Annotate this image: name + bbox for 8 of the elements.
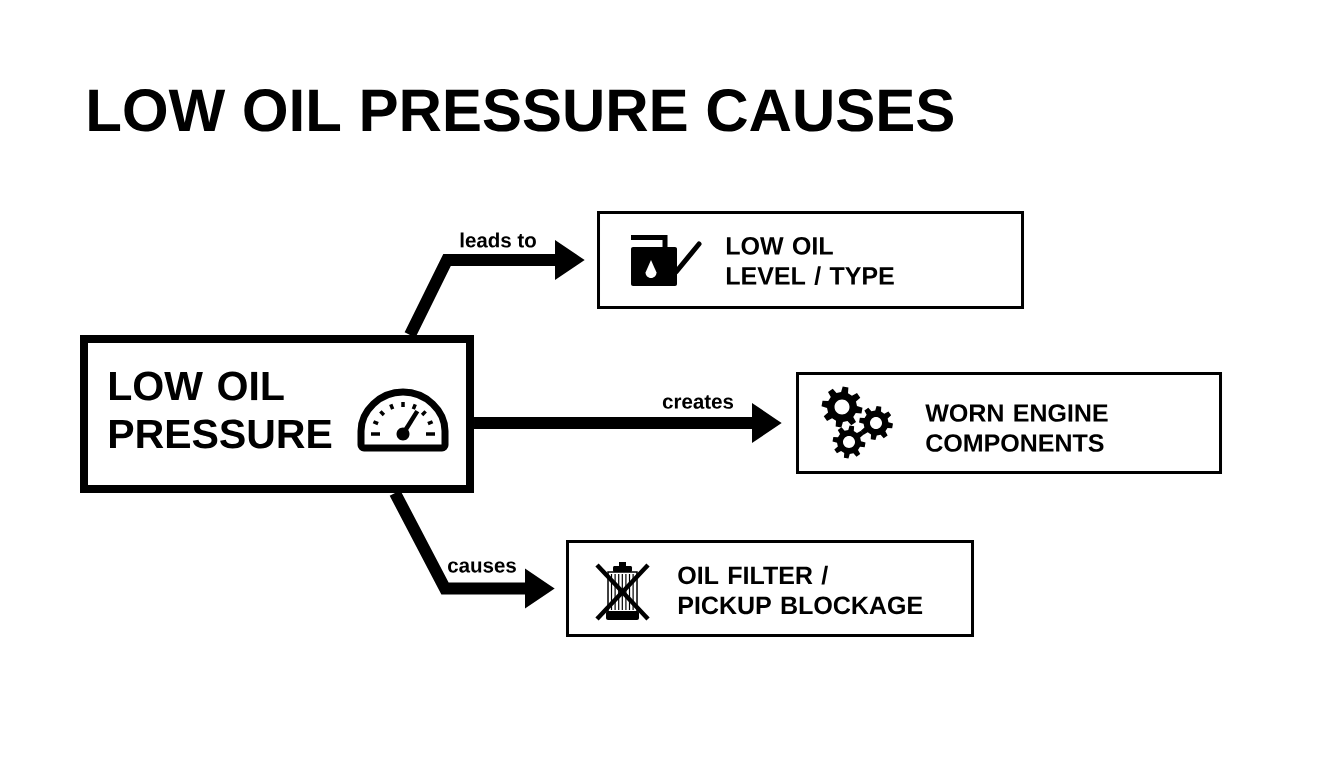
edge-label: leads to <box>457 231 539 249</box>
cause-box: WORN ENGINE COMPONENTS <box>796 372 1222 474</box>
title: LOW OIL PRESSURE CAUSES <box>89 89 953 132</box>
cause-box: OIL FILTER / PICKUP BLOCKAGE <box>566 540 974 637</box>
cause-box: LOW OIL LEVEL / TYPE <box>597 211 1024 309</box>
edge-label: creates <box>660 393 736 411</box>
edge-label: causes <box>445 560 519 574</box>
problem-box: LOW OIL PRESSURE <box>80 335 474 493</box>
